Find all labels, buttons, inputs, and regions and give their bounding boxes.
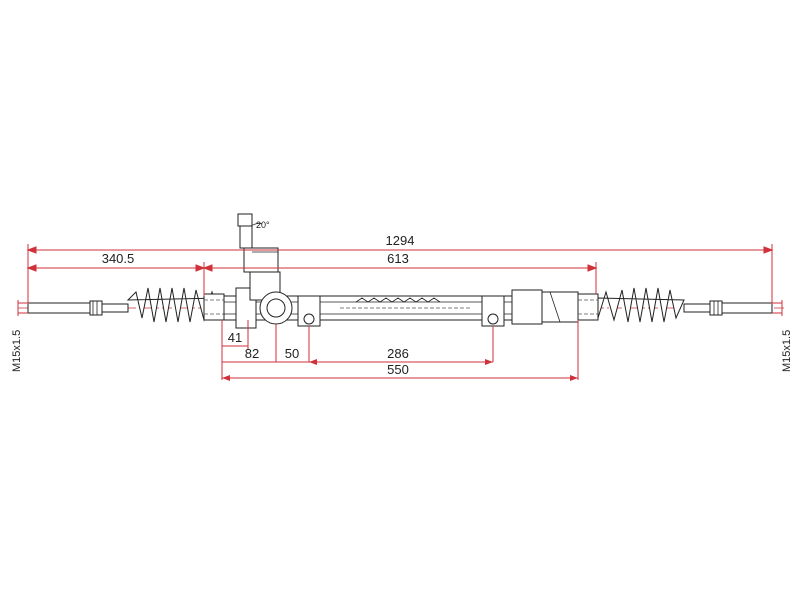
thread-right-label: M15x1.5 — [781, 330, 793, 372]
dim-550-label: 550 — [387, 362, 409, 377]
dim-82-label: 82 — [245, 346, 259, 361]
thread-left: M15x1.5 — [11, 300, 28, 372]
right-boot — [577, 287, 685, 323]
dim-50-label: 50 — [285, 346, 299, 361]
dim-41: 41 — [222, 330, 248, 347]
pinion-angle-label: 20° — [256, 220, 270, 230]
left-boot — [126, 287, 225, 323]
dim-82: 82 — [222, 346, 276, 363]
dim-1294-label: 1294 — [386, 233, 415, 248]
dim-50: 50 — [276, 346, 309, 363]
thread-left-label: M15x1.5 — [11, 330, 23, 372]
thread-right: M15x1.5 — [772, 300, 793, 372]
dim-left-offset: 340.5 — [26, 251, 206, 296]
dim-286: 286 — [309, 346, 493, 365]
dim-overall: 1294 — [26, 233, 774, 304]
dim-rack-span: 613 — [202, 251, 598, 294]
dim-550: 550 — [222, 362, 578, 381]
left-tie-rod — [27, 300, 129, 316]
right-tie-rod — [683, 300, 773, 316]
dim-340-label: 340.5 — [102, 251, 135, 266]
dim-286-label: 286 — [387, 346, 409, 361]
dim-41-label: 41 — [228, 330, 242, 345]
dim-613-label: 613 — [387, 251, 409, 266]
